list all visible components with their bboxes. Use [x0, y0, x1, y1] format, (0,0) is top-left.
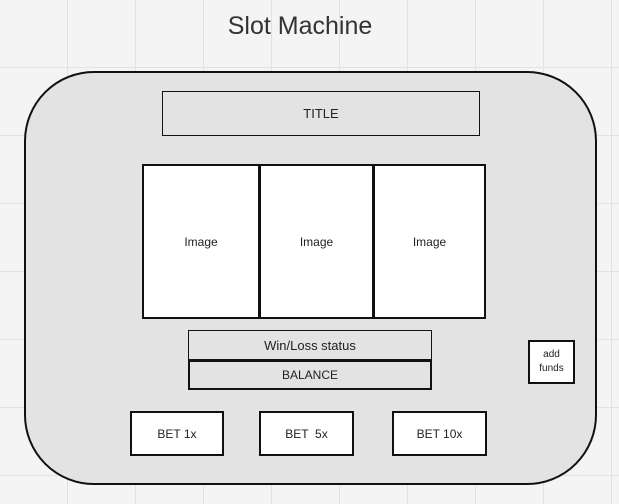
machine-title: TITLE: [162, 91, 480, 136]
page-title: Slot Machine: [227, 12, 373, 40]
add-funds-button[interactable]: add funds: [528, 340, 575, 384]
reel-image-3: Image: [373, 164, 486, 319]
win-loss-status: Win/Loss status: [188, 330, 432, 360]
bet-5x-label: BET 5x: [285, 426, 328, 441]
reel-image-1: Image: [142, 164, 260, 319]
reel-image-2: Image: [259, 164, 374, 319]
balance-display: BALANCE: [188, 360, 432, 390]
bet-5x-button[interactable]: BET 5x: [259, 411, 354, 456]
bet-10x-button[interactable]: BET 10x: [392, 411, 487, 456]
bet-1x-button[interactable]: BET 1x: [130, 411, 224, 456]
